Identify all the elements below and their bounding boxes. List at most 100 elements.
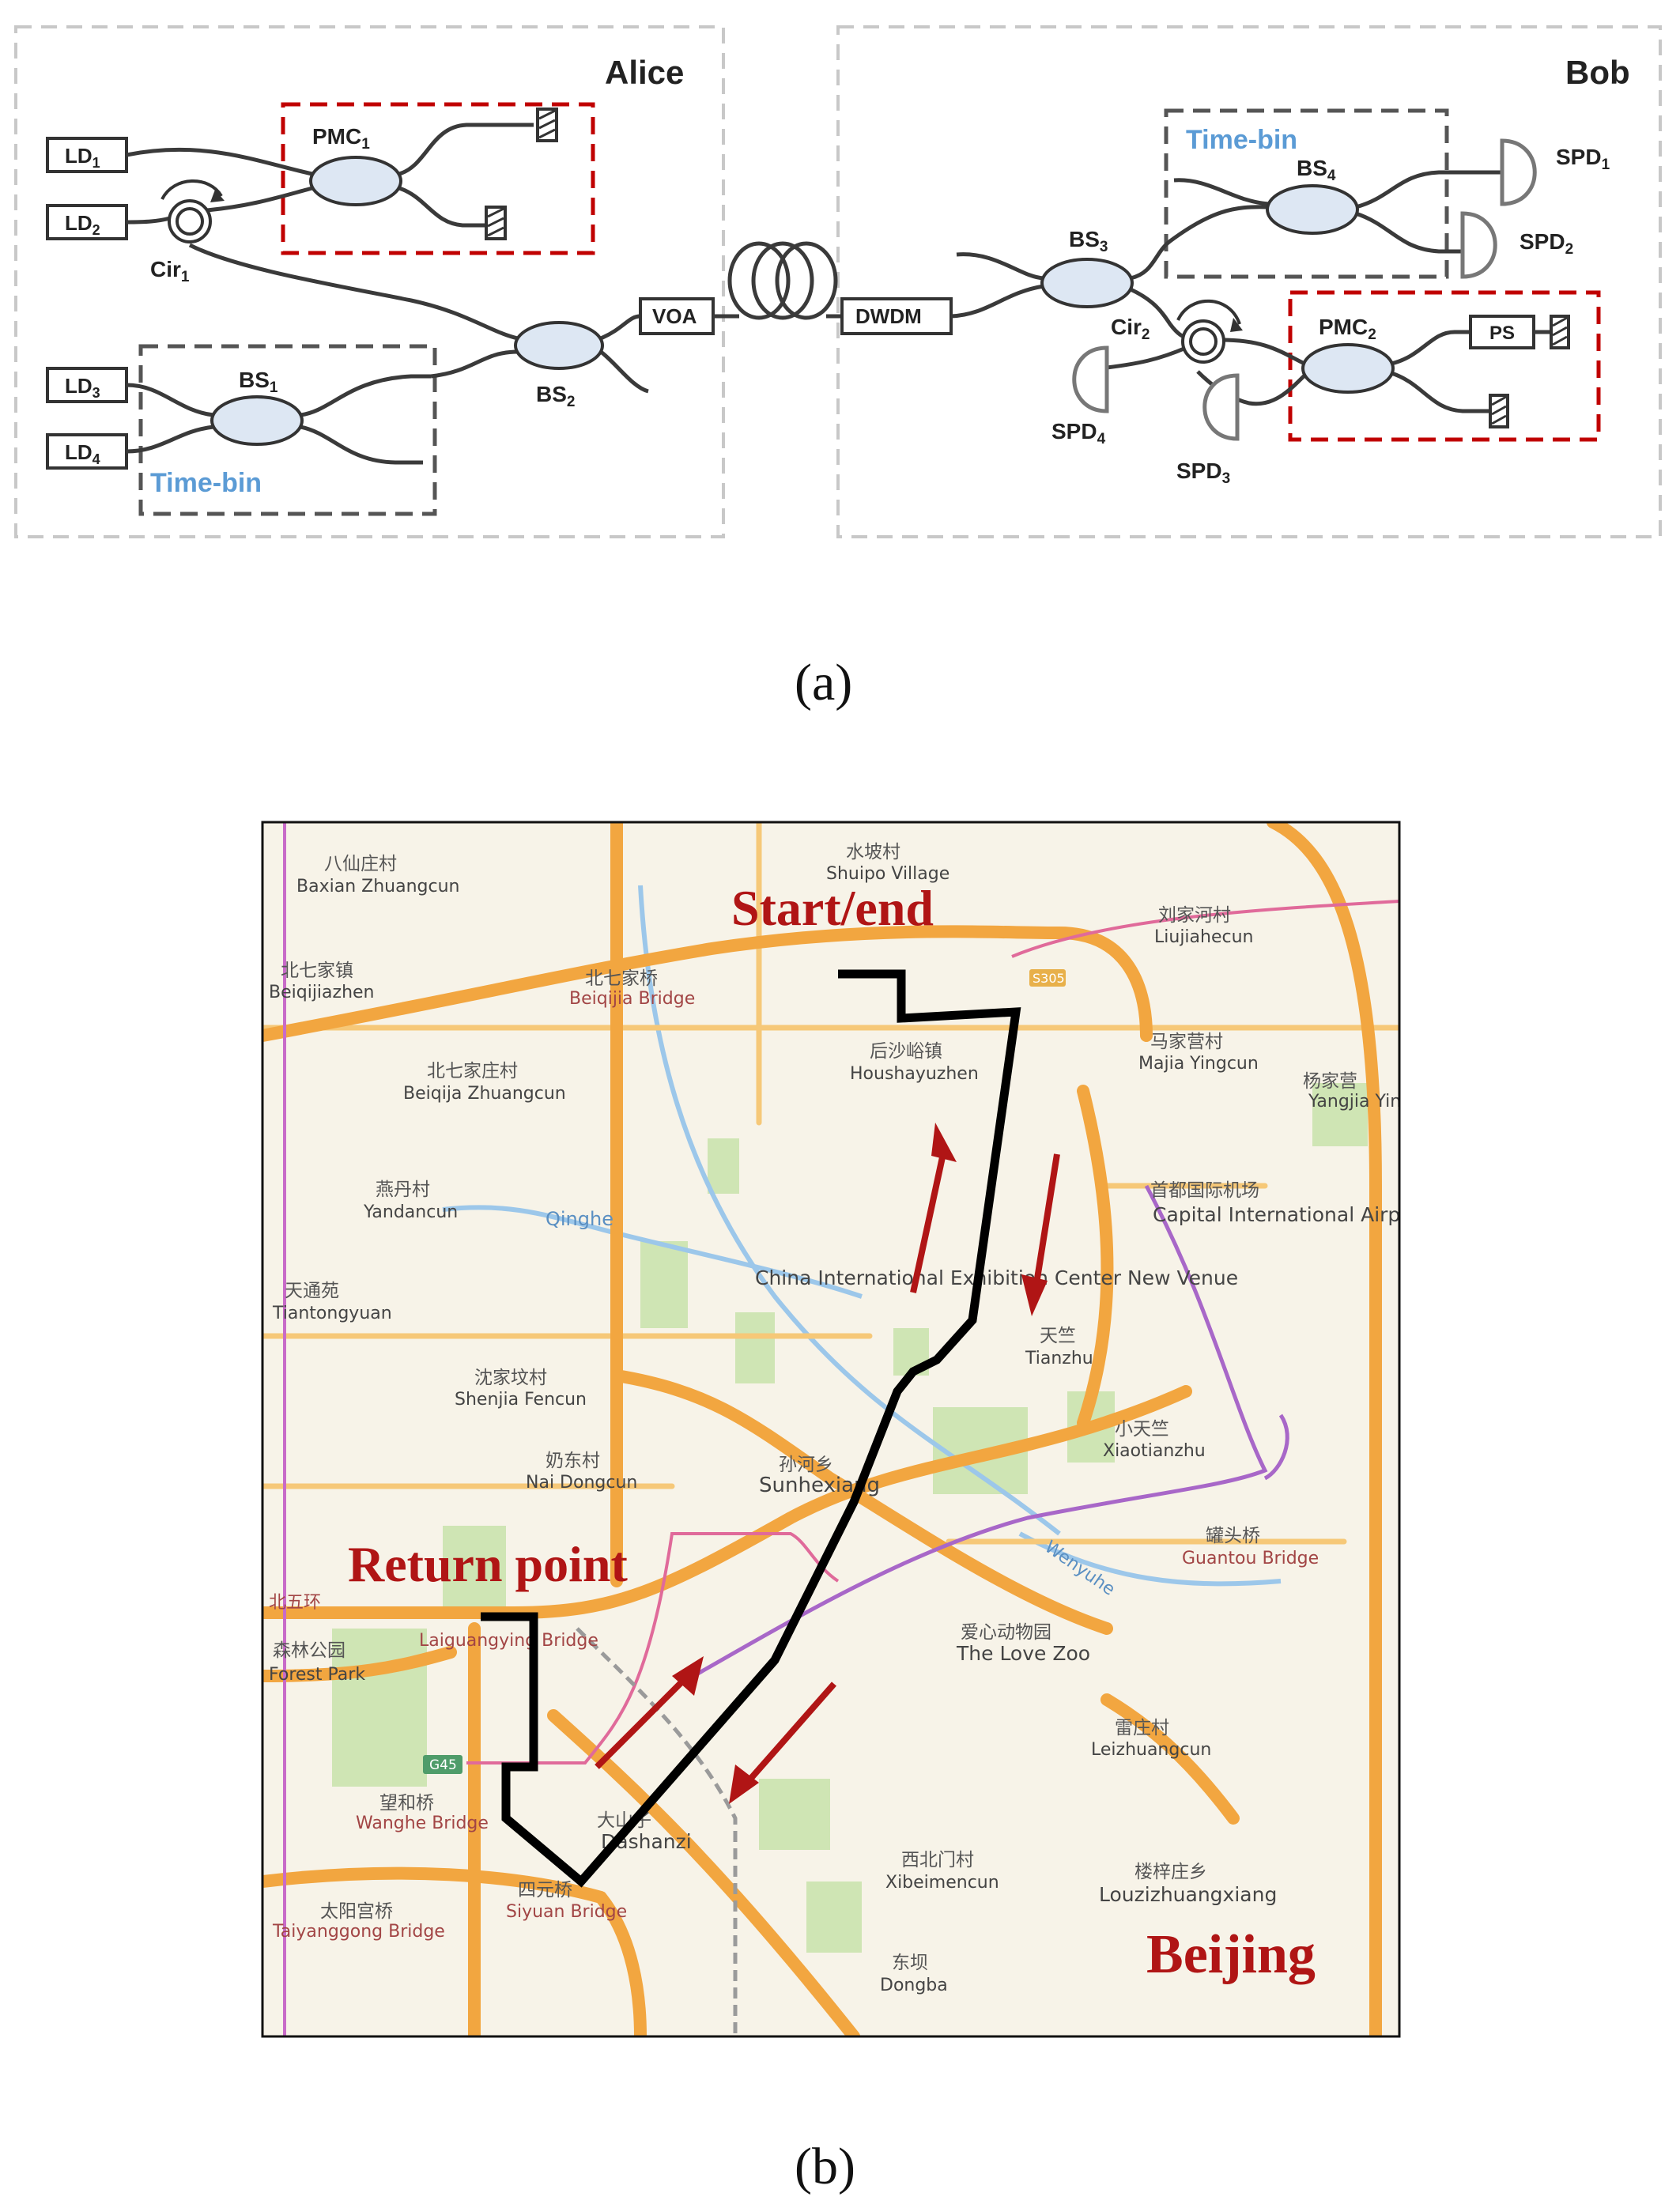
place-en: Xibeimencun [885, 1873, 999, 1893]
fiber-bs4-spd1 [1355, 170, 1502, 209]
map-background [262, 822, 1399, 2036]
start-end-label: Start/end [731, 880, 934, 936]
bob-title: Bob [1565, 54, 1630, 91]
place-en: Capital International Airport [1153, 1203, 1429, 1226]
fiber-ld3 [126, 383, 214, 417]
bob-timebin-box [1164, 108, 1449, 279]
place-zh: 马家营村 [1150, 1032, 1223, 1052]
alice-mirror-1-hatch [538, 109, 556, 139]
bob-pmc2 [1301, 343, 1395, 394]
dwdm-label: DWDM [855, 304, 922, 328]
return-point-label: Return point [348, 1536, 629, 1592]
laser-ld3: LD3 [46, 367, 128, 403]
place-en: Nai Dongcun [526, 1473, 637, 1493]
caption-b: (b) [795, 2138, 855, 2195]
alice-pmc1-label: PMC1 [312, 124, 370, 153]
fiber-bs2-voa [599, 314, 641, 341]
fiber-dwdm-bs3 [950, 284, 1044, 319]
ps-box [1469, 315, 1535, 349]
svg-text:LD1: LD1 [65, 144, 100, 171]
major-road [1100, 1693, 1240, 1825]
arrow-down-north [1033, 1153, 1060, 1289]
bob-box [836, 25, 1662, 538]
voa-label: VOA [652, 304, 697, 328]
svg-text:LD4: LD4 [65, 440, 100, 467]
bob-bs3 [1040, 258, 1134, 308]
place-en: Shuipo Village [826, 864, 949, 884]
place-zh: 楼梓庄乡 [1134, 1862, 1207, 1882]
dwdm-box [840, 297, 953, 335]
bob-pmc2-label: PMC2 [1319, 315, 1376, 343]
place-zh: 西北门村 [901, 1850, 974, 1870]
place-zh: 望和桥 [379, 1793, 434, 1814]
bob-bs3-label: BS3 [1069, 227, 1108, 255]
spd4 [1072, 345, 1109, 413]
qinghe-label: Qinghe [546, 1208, 613, 1230]
bob-mirror-1-hatch [1552, 316, 1568, 346]
major-road [1267, 822, 1382, 2036]
arrowhead [729, 1765, 759, 1804]
g45-label: G45 [429, 1757, 457, 1773]
spd1 [1500, 138, 1537, 206]
alice-circulator [160, 179, 225, 243]
place-en: The Love Zoo [956, 1642, 1090, 1665]
spd2-label: SPD2 [1520, 229, 1573, 258]
alice-pmc1 [309, 156, 402, 206]
place-en: Baxian Zhuangcun [296, 877, 459, 896]
spd2 [1460, 211, 1497, 279]
route-path [481, 969, 1021, 1888]
alice-pmc-box [281, 102, 595, 255]
place-en: Guantou Bridge [1182, 1549, 1319, 1568]
fiber-cir1-bs2 [188, 243, 519, 341]
fiber-ld2 [126, 216, 171, 225]
place-zh: 北七家镇 [281, 961, 353, 981]
green-area [708, 1138, 739, 1194]
place-en: Wanghe Bridge [356, 1814, 489, 1833]
place-en: Forest Park [269, 1665, 365, 1685]
place-zh: 太阳宫桥 [320, 1901, 393, 1922]
alice-box [14, 25, 725, 538]
fiber-bs1-down [300, 425, 423, 465]
place-en: Louzizhuangxiang [1099, 1883, 1277, 1906]
alice-bs2 [514, 321, 604, 370]
bob-circulator [1176, 299, 1243, 364]
fiber-pmc2-ps [1391, 330, 1470, 366]
svg-text:LD3: LD3 [65, 374, 100, 401]
arrowhead [1021, 1274, 1048, 1316]
jingbao-line [576, 1627, 738, 2036]
voa-box [639, 297, 715, 335]
fiber-cir1-pmc [206, 186, 313, 213]
spd4-label: SPD4 [1051, 419, 1106, 447]
green-area [443, 1526, 506, 1613]
diagram-a: Alice Bob Time-bin LD1 LD2 LD3 LD4 [14, 25, 1662, 711]
place-en: Leizhuangcun [1091, 1740, 1211, 1760]
place-en: Taiyanggong Bridge [272, 1922, 445, 1942]
ps-label: PS [1489, 323, 1515, 344]
laser-ld1: LD1 [46, 137, 128, 173]
fiber-bs4-spd2 [1355, 211, 1463, 254]
place-zh: 沈家坟村 [474, 1368, 547, 1388]
bob-mirror-2-hatch [1491, 395, 1507, 425]
bob-bs4 [1266, 184, 1359, 235]
place-zh: 天通苑 [285, 1281, 339, 1301]
fiber-bs1-up [300, 374, 431, 417]
laser-ld2: LD2 [46, 204, 128, 240]
place-en: Beiqijiazhen [269, 983, 375, 1002]
spd3 [1202, 373, 1240, 441]
arrowhead [672, 1656, 704, 1696]
place-zh: 北七家庄村 [427, 1061, 518, 1081]
bob-timebin-label: Time-bin [1186, 125, 1297, 155]
place-en: Beiqijia Bridge [569, 989, 695, 1009]
alice-title: Alice [605, 54, 684, 91]
place-en: Shenjia Fencun [455, 1390, 587, 1410]
green-area [759, 1779, 830, 1850]
major-road [262, 1646, 457, 1682]
place-zh: 燕丹村 [376, 1179, 430, 1200]
alice-cir1-label: Cir1 [150, 257, 190, 285]
map-area: 水坡村 Shuipo Village 八仙庄村 Baxian Zhuangcun… [262, 822, 1429, 2036]
place-zh: 八仙庄村 [324, 854, 397, 874]
spd1-label: SPD1 [1556, 145, 1610, 173]
bob-pmc-box [1288, 290, 1601, 442]
place-en: Siyuan Bridge [506, 1902, 627, 1922]
